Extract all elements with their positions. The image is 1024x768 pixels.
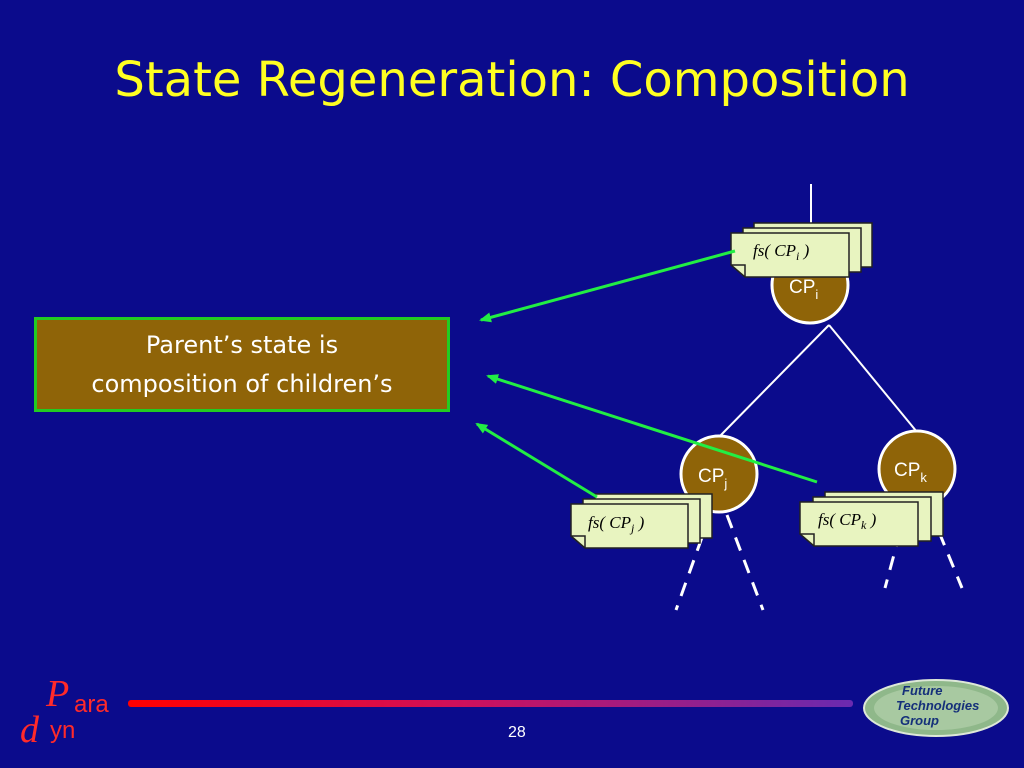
svg-text:CPk: CPk (894, 460, 927, 485)
dashed-edge-j-left (674, 514, 712, 611)
slide-title: State Regeneration: Composition (114, 52, 910, 108)
node-cp-k: CPk (877, 429, 957, 509)
paradyn-logo: P ara d yn (20, 673, 109, 751)
state-box-line1: Parent’s state is (145, 330, 339, 359)
svg-text:CPi: CPi (789, 277, 818, 302)
note-fs-cp-k: fs( CPk ) (799, 491, 944, 547)
footer-divider (128, 700, 853, 707)
note-fs-cp-i: fs( CPi ) (730, 222, 873, 278)
svg-text:fs( CPk ): fs( CPk ) (818, 510, 877, 532)
svg-text:fs( CPj ): fs( CPj ) (588, 513, 645, 535)
arrow-from-cp-i (479, 249, 736, 323)
parent-state-box: Parent’s state is composition of childre… (34, 317, 450, 412)
edge-parent-j (718, 324, 830, 438)
svg-text:Group: Group (900, 713, 939, 728)
page-number: 28 (508, 724, 526, 741)
svg-text:Technologies: Technologies (896, 698, 979, 713)
svg-text:ara: ara (74, 691, 109, 718)
edge-parent-k (828, 324, 918, 433)
svg-text:P: P (45, 673, 69, 715)
svg-text:d: d (20, 709, 40, 751)
note-fs-cp-j: fs( CPj ) (570, 493, 713, 549)
dashed-edge-j-right (725, 514, 765, 611)
future-technologies-group-logo: Future Technologies Group (863, 679, 1009, 737)
svg-text:CPj: CPj (698, 466, 727, 491)
svg-text:yn: yn (50, 717, 75, 744)
state-box-line2: composition of children’s (91, 369, 393, 398)
svg-text:fs( CPi ): fs( CPi ) (753, 241, 810, 263)
arrow-from-cp-k (486, 374, 818, 484)
arrow-from-cp-j (475, 422, 598, 499)
svg-text:Future: Future (902, 683, 942, 698)
